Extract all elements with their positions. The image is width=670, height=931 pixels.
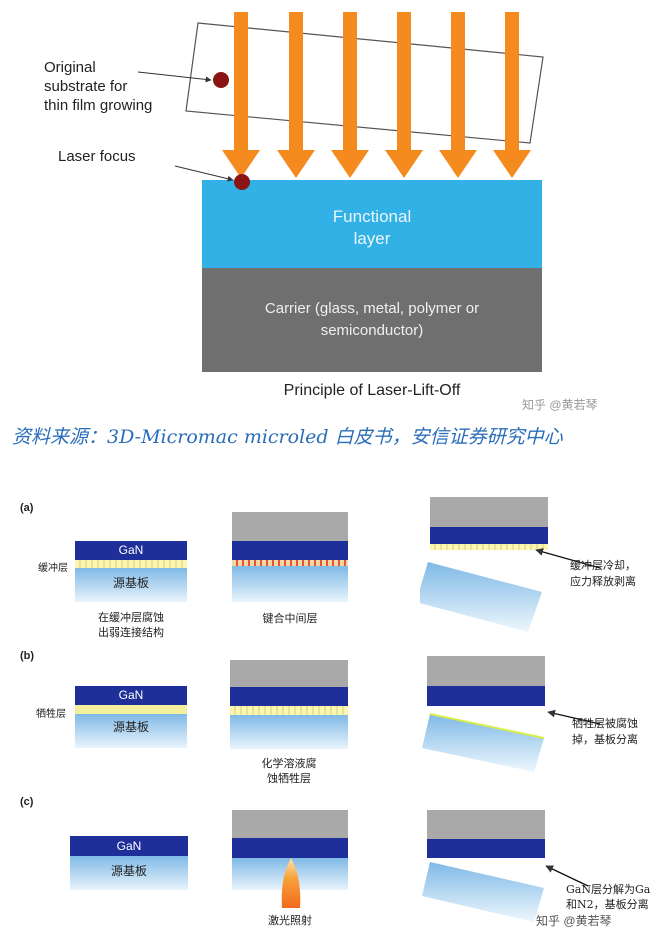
a2-carrier xyxy=(232,512,348,541)
laser-arrow xyxy=(493,12,531,178)
panel-a-tag: (a) xyxy=(20,502,34,514)
b3-carrier xyxy=(427,656,545,686)
bottom-watermark: 知乎 @黄若琴 xyxy=(536,914,612,928)
laser-arrow xyxy=(277,12,315,178)
original-substrate-outline xyxy=(185,22,544,144)
c2-carrier xyxy=(232,810,348,838)
b2-caption: 化学溶液腐 蚀牺牲层 xyxy=(261,757,317,785)
a1-buffer-label: 缓冲层 xyxy=(38,563,68,574)
laser-arrow xyxy=(439,12,477,178)
laser-beam-icon xyxy=(281,858,301,908)
b1-substrate: 源基板 xyxy=(75,714,187,748)
a1-buffer-layer xyxy=(75,560,187,568)
substrate-leader xyxy=(137,71,212,83)
a1-substrate: 源基板 xyxy=(75,568,187,602)
c3-caption: GaN层分解为Ga 和N2，基板分离 xyxy=(566,883,651,911)
a2-bonding-layer xyxy=(232,560,348,566)
substrate-label: Original substrate for thin film growing xyxy=(44,59,153,114)
c1-gan-layer: GaN xyxy=(70,836,188,856)
c2-caption: 激光照射 xyxy=(268,914,312,927)
b2-carrier xyxy=(230,660,348,687)
a3-buffer-layer xyxy=(430,544,548,550)
c3-tilted-substrate xyxy=(422,862,589,922)
laser-arrows xyxy=(222,12,531,178)
functional-layer xyxy=(202,180,542,268)
carrier-layer-label: Carrier (glass, metal, polymer or semico… xyxy=(264,300,480,339)
c2-gan-layer xyxy=(232,838,348,858)
a2-substrate xyxy=(232,566,348,602)
b2-gan-layer xyxy=(230,687,348,706)
focus-leader xyxy=(174,165,234,182)
a2-caption: 键合中间层 xyxy=(262,612,318,625)
b2-sacrificial-layer xyxy=(230,706,348,715)
panel-b-tag: (b) xyxy=(20,650,35,662)
laser-focus-label: Laser focus xyxy=(58,148,136,165)
laser-arrow xyxy=(385,12,423,178)
a2-gan-layer xyxy=(232,541,348,560)
a1-gan-layer: GaN xyxy=(75,541,187,560)
c1-substrate: 源基板 xyxy=(70,856,188,890)
b3-gan-layer xyxy=(427,686,545,706)
panel-c-tag: (c) xyxy=(20,796,34,808)
laser-arrow xyxy=(331,12,369,178)
c3-gan-layer xyxy=(427,839,545,858)
functional-layer-label: Functional layer xyxy=(332,207,412,248)
a3-caption: 缓冲层冷却， 应力释放剥离 xyxy=(570,559,636,588)
diagram-caption: Principle of Laser-Lift-Off xyxy=(283,382,461,399)
a3-gan-layer xyxy=(430,527,548,544)
carrier-layer xyxy=(202,268,542,372)
laser-focus-dot xyxy=(234,174,250,190)
substrate-dot xyxy=(213,72,229,88)
c3-carrier xyxy=(427,810,545,839)
a1-caption: 在缓冲层腐蚀 出弱连接结构 xyxy=(98,611,164,639)
b3-tilted-substrate xyxy=(422,709,601,772)
laser-arrow xyxy=(222,12,260,178)
b1-gan-layer: GaN xyxy=(75,686,187,705)
source-note: 资料来源：3D-Micromac microled 白皮书，安信证券研究中心 xyxy=(12,426,563,448)
a3-carrier xyxy=(430,497,548,527)
b1-sacrificial-label: 牺牲层 xyxy=(36,709,66,720)
b2-substrate xyxy=(230,715,348,749)
llo-principle-diagram xyxy=(137,12,544,372)
b1-sacrificial-layer xyxy=(75,705,187,714)
b3-caption: 牺牲层被腐蚀 掉，基板分离 xyxy=(572,717,638,746)
a3-tilted-substrate xyxy=(420,548,601,632)
top-watermark: 知乎 @黄若琴 xyxy=(522,398,598,412)
